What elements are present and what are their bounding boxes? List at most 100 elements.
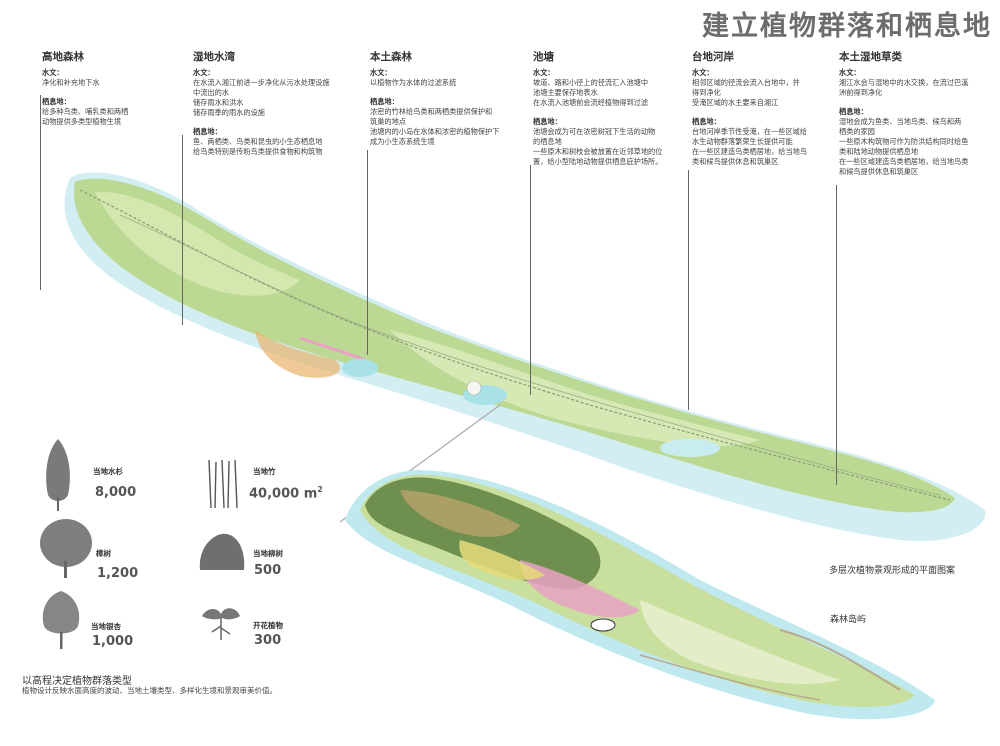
habitat-line: 类和候鸟提供休息和筑巢区	[692, 157, 779, 166]
column-pond: 池塘 水文： 坡道、路和小径上的径流汇入池塘中 池塘主要保存地表水 在水流入池塘…	[533, 52, 683, 167]
column-native-forest: 本土森林 水文： 以植物作为水体的过滤系统 栖息地： 浓密的竹林给鸟类和两栖类提…	[370, 52, 525, 147]
column-terrace-bank: 台地河岸 水文： 相邻区域的径流会流入台地中，并 得到净化 受淹区域的水主要来自…	[692, 52, 834, 167]
lower-island-flowers	[520, 560, 640, 618]
plant-count: 40,000 m2	[249, 485, 323, 502]
lower-path-2	[639, 654, 821, 701]
habitat-line: 池塘会成为可在浓密树冠下生活的动物	[533, 127, 656, 136]
water-line: 相邻区域的径流会流入台地中，并	[692, 78, 800, 87]
plant-name: 开花植物	[253, 621, 283, 630]
plant-name: 当地银杏	[91, 622, 121, 631]
column-heading: 本土湿地草类	[839, 51, 902, 63]
lower-path	[779, 629, 901, 691]
water-line: 湘江水会与湿地中的水交换，在流过巴溪	[839, 78, 969, 87]
habitat-line: 的栖息地	[533, 137, 562, 146]
wetland-edge-2	[299, 336, 366, 362]
habitat-label: 栖息地：	[533, 117, 562, 126]
column-heading: 本土森林	[370, 51, 412, 63]
habitat-label: 栖息地：	[370, 97, 399, 106]
ginkgo-tree-icon	[42, 591, 80, 649]
plant-count: 1,200	[97, 566, 139, 581]
habitat-line: 置，给小型陆地动物提供栖息庇护场所。	[533, 157, 663, 166]
habitat-label: 栖息地：	[839, 107, 868, 116]
plan-pattern-caption: 多层次植物景观形成的平面图案	[829, 566, 956, 576]
habitat-label: 栖息地：	[42, 97, 71, 106]
water-label: 水文：	[370, 68, 392, 77]
habitat-label: 栖息地：	[692, 117, 721, 126]
habitat-line: 在一些区建造鸟类栖居地，给当地鸟	[692, 147, 808, 156]
habitat-line: 成为小生态系统生境	[370, 137, 435, 146]
habitat-line: 给多种鸟类、哺乳类和两栖	[42, 107, 129, 116]
habitat-line: 和候鸟提供休息和筑巢区	[839, 167, 919, 176]
upper-island-land	[73, 178, 955, 513]
water-label: 水文：	[839, 68, 861, 77]
water-line: 中流出的水	[193, 88, 229, 97]
water-line: 在水流入池塘前会流经植物得到过滤	[533, 98, 649, 107]
leader-line	[836, 185, 837, 485]
page-title: 建立植物群落和栖息地	[702, 11, 992, 42]
habitat-line: 一些原木构筑物可作为防洪结构同时给鱼	[839, 137, 969, 146]
island-path-2	[119, 214, 941, 496]
water-line: 池塘主要保存地表水	[533, 88, 598, 97]
water-line: 坡道、路和小径上的径流汇入池塘中	[533, 78, 649, 87]
leader-line	[530, 165, 531, 395]
water-label: 水文：	[193, 68, 215, 77]
footer-text: 植物设计反映水面高度的波动、当地土壤类型、多样化生境和景观审美价值。	[22, 686, 277, 695]
leader-line	[182, 135, 183, 325]
habitat-line: 湿地会成为鱼类、当地鸟类、候鸟和两	[839, 117, 962, 126]
habitat-line: 动物提供多类型植物生境	[42, 117, 122, 126]
water-line: 得到净化	[692, 88, 721, 97]
leader-line	[367, 150, 368, 355]
habitat-line: 池塘内的小岛在水体和浓密的植物保护下	[370, 127, 500, 136]
habitat-line: 台地河岸季节性受淹，在一些区域给	[692, 127, 808, 136]
wetland-edge	[255, 330, 341, 378]
column-heading: 台地河岸	[692, 51, 734, 63]
leader-line	[40, 95, 41, 290]
water-label: 水文：	[42, 68, 64, 77]
habitat-label: 栖息地：	[193, 127, 222, 136]
column-upland-forest: 高地森林 水文： 净化和补充地下水 栖息地： 给多种鸟类、哺乳类和两栖 动物提供…	[42, 52, 190, 127]
upper-island-fields	[95, 191, 300, 296]
column-heading: 池塘	[533, 51, 554, 63]
column-heading: 湿地水湾	[193, 51, 235, 63]
water-line: 在水流入湘江前进一步净化从污水处理设施	[193, 78, 330, 87]
habitat-line: 栖类的家园	[839, 127, 875, 136]
leader-line	[688, 170, 689, 410]
upper-island-fields-2	[390, 330, 760, 447]
water-line: 储存雨水和洪水	[193, 98, 244, 107]
habitat-line: 鱼、两栖类、鸟类和昆虫的小生态栖息地	[193, 137, 323, 146]
habitat-line: 浓密的竹林给鸟类和两栖类提供保护和	[370, 107, 493, 116]
forest-island-caption: 森林岛屿	[830, 615, 867, 625]
plaza	[466, 380, 482, 396]
lower-island-forest-tan	[400, 490, 520, 537]
water-label: 水文：	[533, 68, 555, 77]
plant-name: 当地水杉	[93, 467, 123, 476]
flowering-plant-icon	[202, 608, 240, 640]
habitat-line: 给鸟类特别是传粉鸟类提供食物和构筑物	[193, 147, 323, 156]
water-line: 以植物作为水体的过滤系统	[370, 78, 457, 87]
camphor-tree-icon	[40, 519, 92, 578]
column-heading: 高地森林	[42, 51, 84, 63]
plant-count: 500	[254, 563, 282, 578]
plant-count: 8,000	[95, 485, 137, 500]
column-wetland-bay: 湿地水湾 水文： 在水流入湘江前进一步净化从污水处理设施 中流出的水 储存雨水和…	[193, 52, 353, 157]
plant-count: 300	[254, 633, 282, 648]
habitat-line: 类和陆地动物提供栖息地	[839, 147, 919, 156]
habitat-line: 一些原木和树枝会被放置在近邻草地的位	[533, 147, 663, 156]
bamboo-icon	[208, 459, 238, 509]
water-label: 水文：	[692, 68, 714, 77]
habitat-line: 在一些区域建造鸟类栖居地，给当地鸟类	[839, 157, 969, 166]
pond-3	[660, 439, 720, 457]
footer-heading: 以高程决定植物群落类型	[22, 676, 132, 687]
plant-count: 1,000	[92, 634, 134, 649]
plant-name: 当地竹	[253, 467, 276, 476]
water-line: 净化和补充地下水	[42, 78, 100, 87]
pond	[342, 359, 378, 377]
plant-name: 当地柳树	[253, 549, 283, 558]
plant-name: 樟树	[96, 549, 111, 558]
habitat-line: 筑巢的地点	[370, 117, 406, 126]
column-native-wetland-grass: 本土湿地草类 水文： 湘江水会与湿地中的水交换，在流过巴溪 洲前得到净化 栖息地…	[839, 52, 994, 177]
lower-island-yellow	[459, 540, 545, 580]
cypress-tree-icon	[46, 439, 70, 511]
water-line: 储存雨季的雨水的设施	[193, 108, 265, 117]
